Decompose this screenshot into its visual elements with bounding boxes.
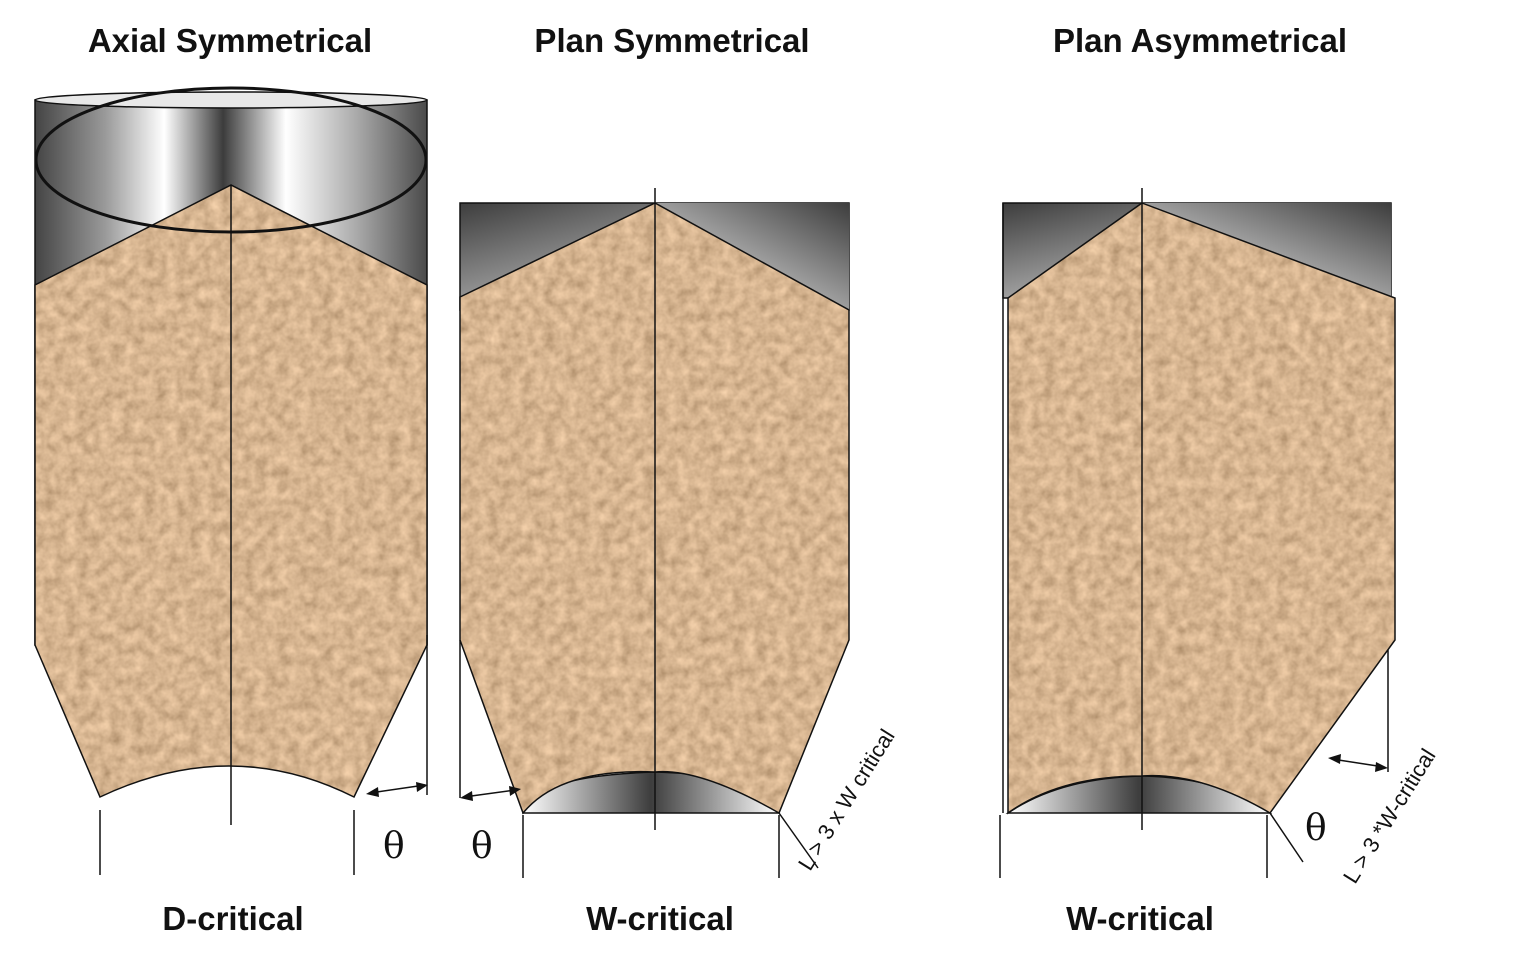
axial-symmetrical-silo: θ [34,86,428,875]
panel-2-footer: W-critical [586,900,734,937]
bulk-material [1008,203,1395,813]
panel-3-length-label: L > 3 *W-critical [1338,744,1441,887]
plan-asymmetrical-bin: θ L > 3 *W-critical [999,188,1441,888]
cylinder-top-rim [34,91,428,109]
panel-3-title: Plan Asymmetrical [1052,22,1348,59]
plan-symmetrical-bin: θ L > 3 x W critical [459,188,900,878]
panel-1-angle-symbol: θ [383,826,405,867]
panel-2-length-label: L > 3 x W critical [793,725,900,875]
panel-1-footer: D-critical [162,900,304,937]
panel-3-footer: W-critical [1066,900,1214,937]
panel-2-title: Plan Symmetrical [534,22,810,59]
panel-2-angle-symbol: θ [471,826,493,867]
panel-3-angle-symbol: θ [1305,808,1327,849]
panel-1-title: Axial Symmetrical [87,22,373,59]
